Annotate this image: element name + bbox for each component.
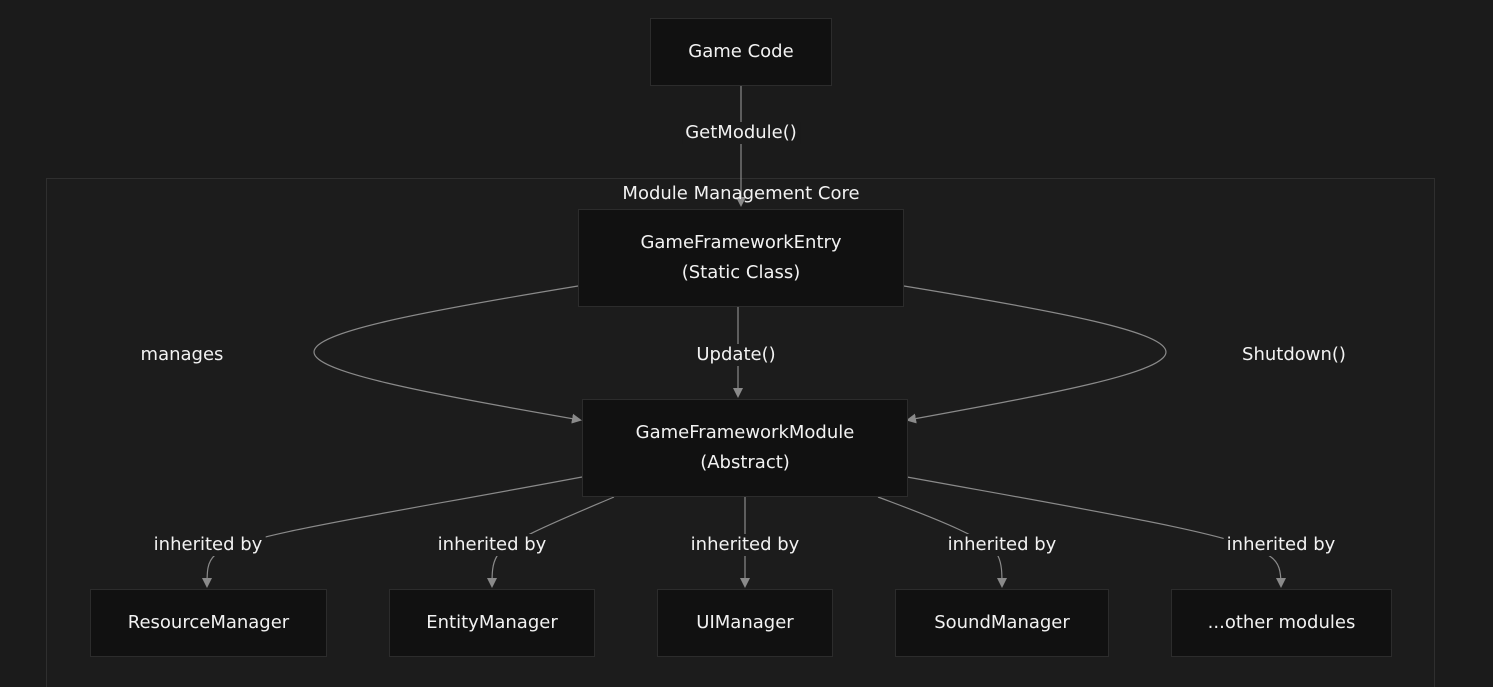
node-game-framework-entry[interactable]: GameFrameworkEntry (Static Class) [578, 209, 904, 307]
cluster-title: Module Management Core [622, 183, 860, 204]
node-other-modules[interactable]: ...other modules [1171, 589, 1392, 657]
edge-label-manages: manages [140, 344, 224, 365]
node-resource-manager[interactable]: ResourceManager [90, 589, 327, 657]
node-entry-line1: GameFrameworkEntry [640, 232, 842, 253]
node-game-code-label: Game Code [688, 41, 794, 62]
node-module-line2: (Abstract) [700, 452, 790, 473]
edge-manages [313, 285, 582, 424]
edge-label-shutdown: Shutdown() [1242, 344, 1346, 365]
edge-shutdown [903, 285, 1167, 424]
node-ui-manager[interactable]: UIManager [657, 589, 833, 657]
node-resource-label: ResourceManager [127, 612, 290, 633]
node-module-line1: GameFrameworkModule [635, 422, 855, 443]
node-entity-manager[interactable]: EntityManager [389, 589, 595, 657]
edge-inherited-resource [202, 476, 583, 588]
edge-label-update: Update() [693, 344, 779, 366]
node-game-framework-module[interactable]: GameFrameworkModule (Abstract) [582, 399, 908, 497]
node-entry-line2: (Static Class) [681, 262, 801, 283]
edge-label-inherited-ui: inherited by [687, 534, 803, 556]
node-sound-label: SoundManager [934, 612, 1070, 633]
edge-label-get-module: GetModule() [682, 122, 800, 144]
edge-label-inherited-entity: inherited by [434, 534, 550, 556]
node-ui-label: UIManager [696, 612, 794, 633]
node-game-code[interactable]: Game Code [650, 18, 832, 86]
node-other-label: ...other modules [1207, 612, 1356, 633]
edge-label-inherited-other: inherited by [1223, 534, 1339, 556]
node-sound-manager[interactable]: SoundManager [895, 589, 1109, 657]
node-entity-label: EntityManager [426, 612, 558, 633]
edge-label-inherited-resource: inherited by [150, 534, 266, 556]
edge-label-inherited-sound: inherited by [944, 534, 1060, 556]
